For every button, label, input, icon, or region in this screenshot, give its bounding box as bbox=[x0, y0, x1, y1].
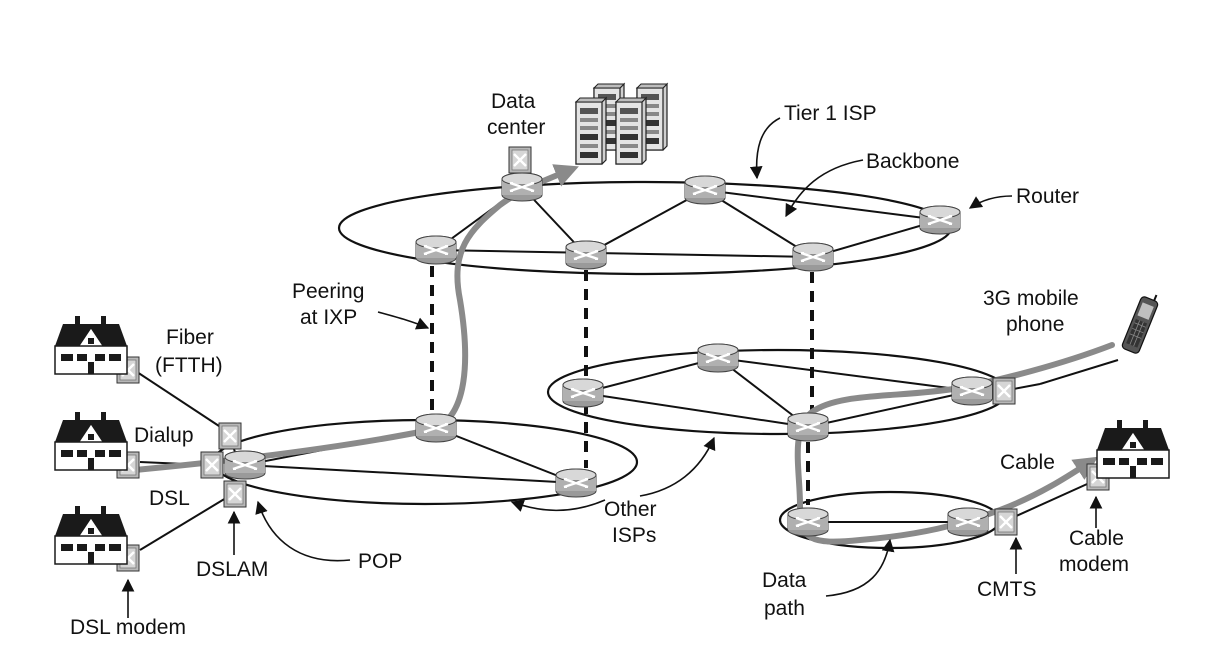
label-pop: POP bbox=[358, 550, 402, 573]
router-icon bbox=[564, 239, 608, 271]
label-3g-mobile-line2: phone bbox=[1006, 313, 1064, 336]
modem-icon bbox=[507, 145, 533, 175]
label-cable-modem-line2: modem bbox=[1059, 553, 1129, 576]
label-dsl: DSL bbox=[149, 487, 190, 510]
label-cable: Cable bbox=[1000, 451, 1055, 474]
router-icon bbox=[223, 449, 267, 481]
router-icon bbox=[683, 174, 727, 206]
label-dialup: Dialup bbox=[134, 424, 194, 447]
left-isp-links bbox=[133, 369, 577, 551]
label-dsl-modem: DSL modem bbox=[70, 616, 186, 639]
server-rack-icon bbox=[575, 83, 668, 165]
router-icon bbox=[950, 375, 994, 407]
data-path-dsl-to-datacenter bbox=[132, 164, 579, 473]
label-data-path-line2: path bbox=[764, 597, 805, 620]
router-icon bbox=[918, 204, 962, 236]
label-3g-mobile-line1: 3G mobile bbox=[983, 287, 1079, 310]
router-icon bbox=[500, 171, 544, 203]
label-peering-line2: at IXP bbox=[300, 306, 357, 329]
label-dslam: DSLAM bbox=[196, 558, 268, 581]
label-peering-line1: Peering bbox=[292, 280, 364, 303]
label-data-path-line1: Data bbox=[762, 569, 807, 592]
label-router: Router bbox=[1016, 185, 1079, 208]
annotation-arrows bbox=[121, 117, 1103, 618]
cable-links bbox=[808, 479, 1097, 523]
house-icon bbox=[54, 411, 128, 471]
label-fiber-line2: (FTTH) bbox=[155, 354, 223, 377]
house-icon bbox=[54, 505, 128, 565]
router-icon bbox=[696, 342, 740, 374]
middle-isp-links bbox=[582, 357, 1119, 428]
router-icon bbox=[414, 234, 458, 266]
router-icon bbox=[561, 377, 605, 409]
label-fiber-line1: Fiber bbox=[166, 326, 214, 349]
modem-icon bbox=[993, 507, 1019, 537]
label-data-center-line2: center bbox=[487, 116, 545, 139]
router-icon bbox=[791, 241, 835, 273]
label-other-isps-line2: ISPs bbox=[612, 524, 656, 547]
router-icon bbox=[414, 412, 458, 444]
mobile-phone-icon bbox=[1121, 294, 1159, 354]
modem-icon bbox=[222, 479, 248, 509]
label-data-center-line1: Data bbox=[491, 90, 536, 113]
label-cmts: CMTS bbox=[977, 578, 1037, 601]
house-icon bbox=[54, 315, 128, 375]
router-icon bbox=[786, 506, 830, 538]
router-icon bbox=[554, 467, 598, 499]
router-icon bbox=[786, 411, 830, 443]
modem-icon bbox=[217, 421, 243, 451]
label-backbone: Backbone bbox=[866, 150, 959, 173]
label-cable-modem-line1: Cable bbox=[1069, 527, 1124, 550]
modem-icon bbox=[199, 450, 225, 480]
modem-icon bbox=[991, 376, 1017, 406]
house-icon bbox=[1096, 419, 1170, 479]
label-other-isps-line1: Other bbox=[604, 498, 657, 521]
router-icon bbox=[946, 506, 990, 538]
label-tier1-isp: Tier 1 ISP bbox=[784, 102, 877, 125]
